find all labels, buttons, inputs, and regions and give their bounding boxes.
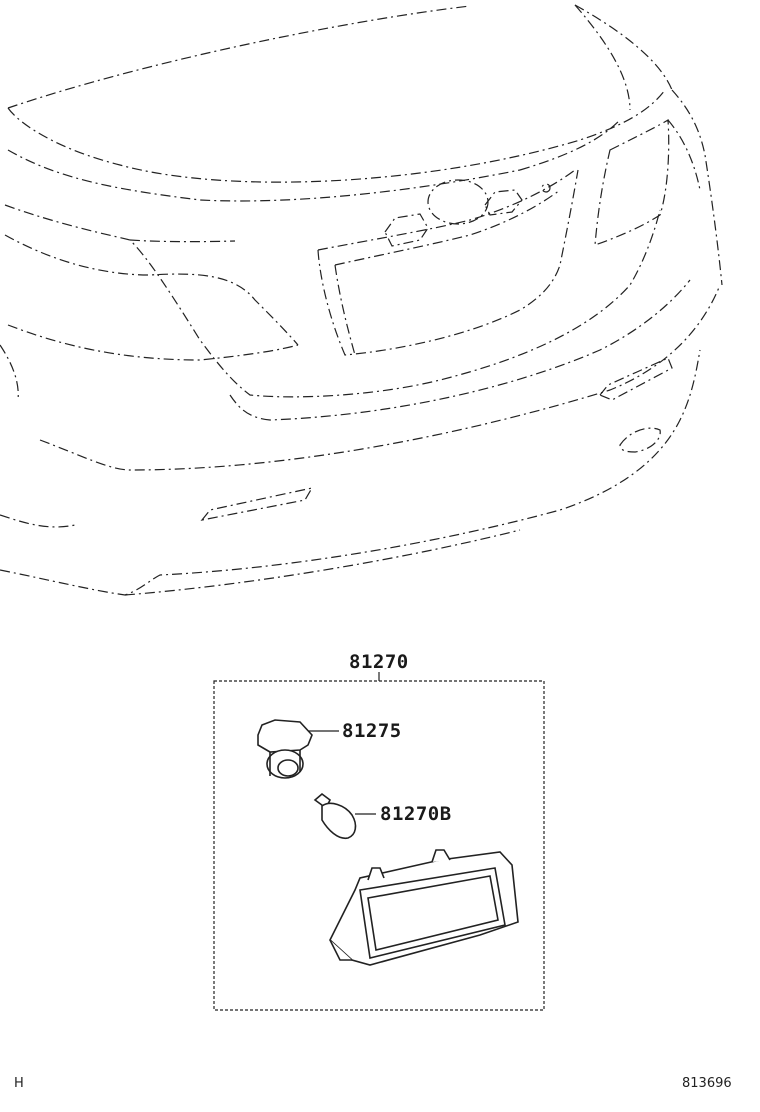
socket-part-number: 81275 xyxy=(342,720,402,742)
socket-part-drawing xyxy=(257,719,313,779)
assembly-part-number: 81270 xyxy=(349,651,409,673)
bulb-part-drawing xyxy=(313,792,357,840)
footer-left-code: H xyxy=(14,1076,24,1091)
car-rear-illustration xyxy=(0,4,723,596)
assembly-box xyxy=(213,672,545,1011)
lamp-housing-drawing xyxy=(329,849,519,966)
bulb-part-number: 81270B xyxy=(380,803,452,825)
illustration-number: 813696 xyxy=(682,1076,732,1091)
